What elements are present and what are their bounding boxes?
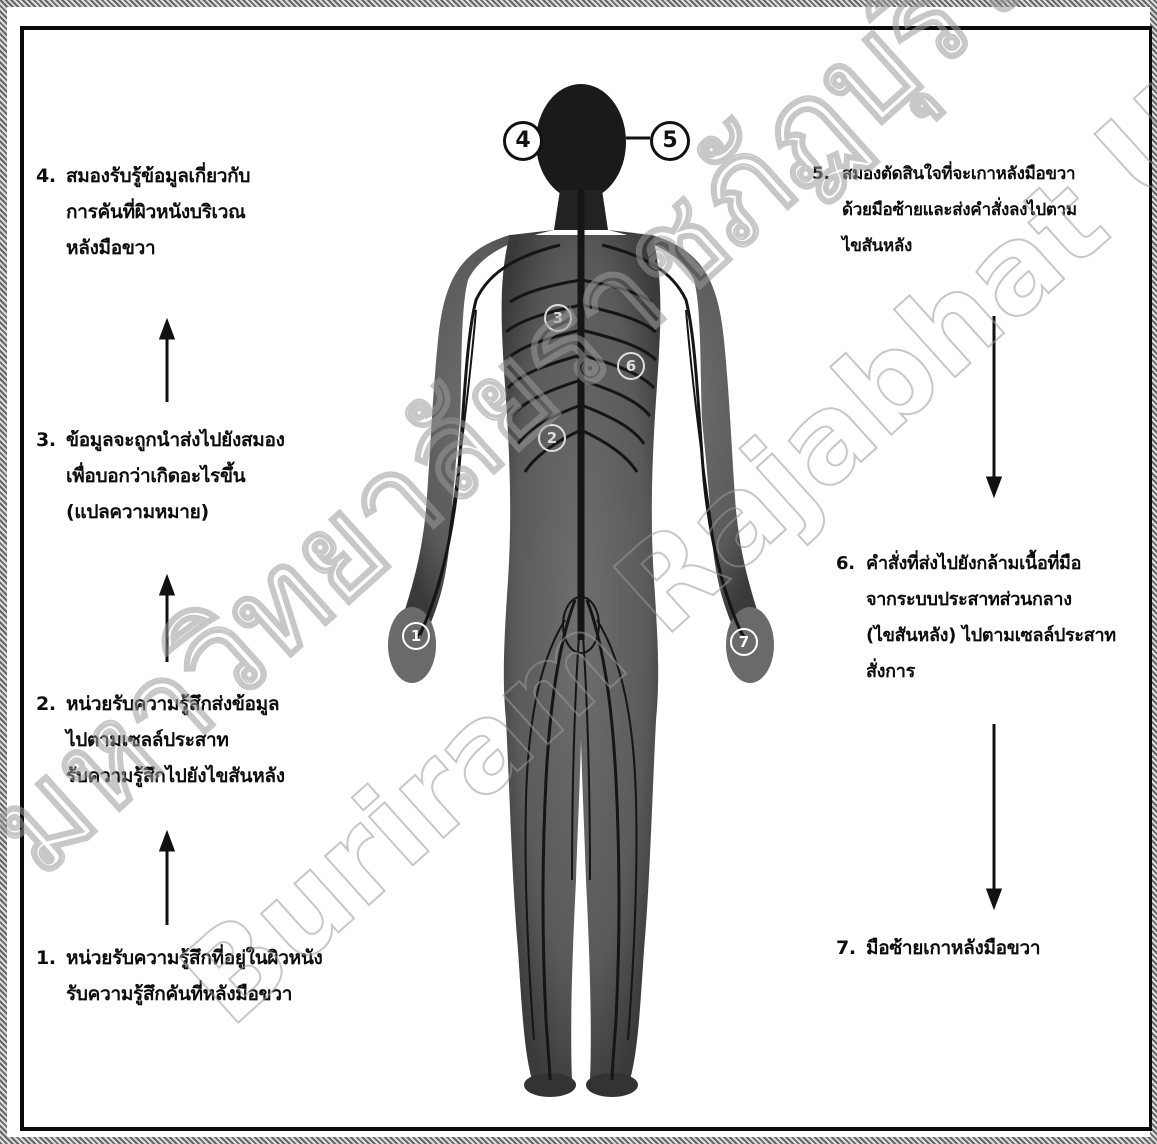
- callout-5: 5: [650, 121, 690, 161]
- callout-1: 1: [402, 622, 430, 650]
- callout-4: 4: [503, 121, 543, 161]
- arrow-2-to-3: [161, 578, 173, 662]
- nerve-network: [416, 190, 746, 1080]
- callout-2: 2: [538, 424, 566, 452]
- arrow-6-to-7: [988, 724, 1000, 906]
- arrow-3-to-4: [161, 322, 173, 402]
- arrow-5-to-6: [988, 316, 1000, 494]
- arrow-1-to-2: [161, 834, 173, 925]
- nervous-system-figure: [360, 80, 800, 1100]
- callout-3: 3: [544, 304, 572, 332]
- callout-6: 6: [617, 352, 645, 380]
- callout-7: 7: [730, 628, 758, 656]
